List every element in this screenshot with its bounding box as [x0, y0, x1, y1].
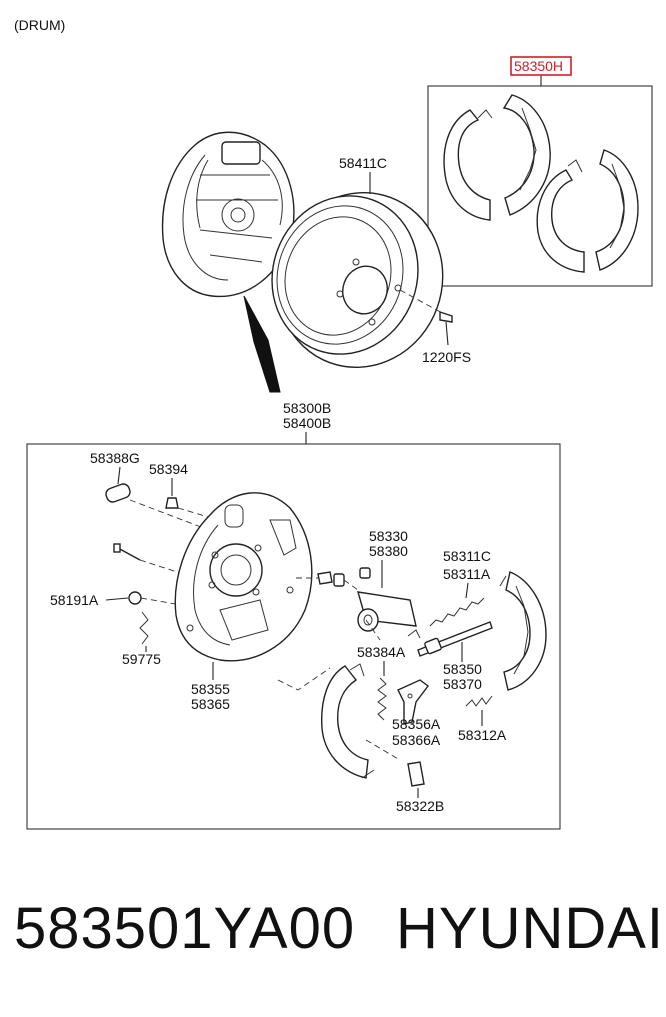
exploded-view-box	[26, 443, 561, 830]
brake-shoe-left	[321, 663, 375, 779]
callout-plug[interactable]: 58388G	[90, 450, 140, 466]
plug-part	[105, 483, 131, 503]
callout-spring-lower[interactable]: 58312A	[458, 727, 507, 743]
parts-diagram: (DRUM) 58350H	[14, 17, 653, 830]
footer-brand: HYUNDAI	[396, 896, 665, 961]
callout-pin[interactable]: 58191A	[50, 592, 99, 608]
clip-part	[407, 761, 425, 787]
callout-cylinder-1[interactable]: 58330	[369, 528, 408, 544]
callout-assembly-2[interactable]: 58400B	[283, 415, 331, 431]
assembly-pointer	[243, 295, 281, 393]
callout-adjuster-2[interactable]: 58370	[443, 676, 482, 692]
highlight-box	[510, 56, 572, 76]
brake-shoe-4	[595, 149, 639, 271]
adjuster-spring-part	[377, 677, 387, 721]
assembled-brake-illustration	[161, 131, 295, 298]
callout-drum[interactable]: 58411C	[339, 155, 387, 171]
guide-line-3	[365, 619, 381, 641]
adjuster-part	[407, 621, 493, 657]
pin-part	[128, 591, 142, 605]
shoe-kit-box	[427, 85, 653, 287]
callout-clip[interactable]: 58322B	[396, 798, 444, 814]
brake-shoe-2	[502, 94, 551, 216]
lever-part	[397, 679, 429, 725]
upper-spring-part	[429, 597, 485, 627]
brake-shoe-3	[536, 159, 585, 273]
wheel-cylinder	[296, 567, 417, 632]
callout-lever-1[interactable]: 58356A	[392, 716, 441, 732]
brake-drum	[271, 172, 444, 369]
callout-hold-spring[interactable]: 59775	[122, 651, 161, 667]
callout-plate-1[interactable]: 58355	[191, 681, 230, 697]
guide-line-2	[365, 739, 401, 761]
callout-assembly-1[interactable]: 58300B	[283, 400, 331, 416]
backing-plate	[174, 492, 313, 662]
callout-cylinder-2[interactable]: 58380	[369, 543, 408, 559]
drum-screw	[399, 289, 453, 346]
brake-shoe-1	[443, 109, 493, 221]
footer: 583501YA00 HYUNDAI	[0, 895, 666, 985]
callout-lever-2[interactable]: 58366A	[392, 732, 441, 748]
callout-bleeder[interactable]: 58394	[149, 461, 188, 477]
callout-spring-upper-1[interactable]: 58311C	[443, 548, 491, 564]
lower-spring-part	[465, 695, 493, 707]
callout-spring-upper-2[interactable]: 58311A	[443, 566, 491, 582]
callout-shoe-kit[interactable]: 58350H	[514, 58, 563, 74]
shoe-kit-group: 58350H	[427, 56, 653, 287]
footer-part-number: 583501YA00	[14, 896, 356, 961]
guide-line-1	[277, 667, 331, 691]
bleeder-part	[165, 497, 179, 509]
callout-adjuster-1[interactable]: 58350	[443, 661, 482, 677]
callout-screw[interactable]: 1220FS	[422, 349, 471, 365]
brake-shoe-right	[499, 571, 547, 691]
hold-spring-part	[139, 611, 149, 645]
callout-adjuster-spring[interactable]: 58384A	[357, 644, 406, 660]
section-label: (DRUM)	[14, 17, 65, 33]
callout-plate-2[interactable]: 58365	[191, 696, 230, 712]
